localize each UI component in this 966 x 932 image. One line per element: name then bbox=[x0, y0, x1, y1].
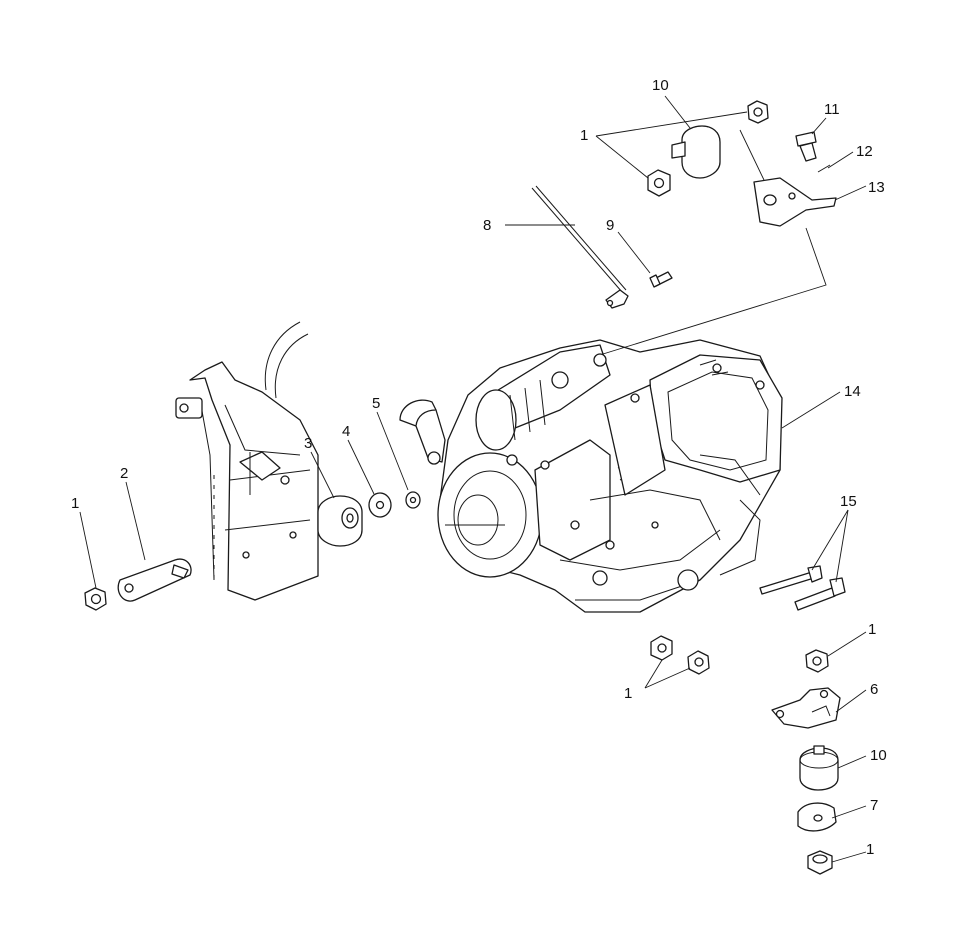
rubber-mount-10-bottom bbox=[799, 745, 839, 791]
bracket-13 bbox=[753, 177, 837, 227]
callout-14: 14 bbox=[844, 383, 861, 400]
callout-5: 5 bbox=[372, 395, 380, 412]
bracket-2 bbox=[117, 558, 192, 602]
bracket-6 bbox=[771, 687, 841, 729]
pin-12 bbox=[817, 164, 831, 173]
nut-1-lower-a bbox=[650, 635, 673, 661]
callout-13: 13 bbox=[868, 179, 885, 196]
bolt-9 bbox=[649, 271, 673, 288]
plate-7 bbox=[797, 802, 837, 832]
nut-1-bottom bbox=[807, 850, 833, 875]
callout-1-right: 1 bbox=[868, 621, 876, 638]
callout-1-left: 1 bbox=[71, 495, 79, 512]
rod-8 bbox=[531, 185, 629, 309]
callout-3: 3 bbox=[304, 435, 312, 452]
callout-15: 15 bbox=[840, 493, 857, 510]
callout-4: 4 bbox=[342, 423, 350, 440]
bolt-15-upper bbox=[759, 565, 823, 595]
nut-1-left bbox=[84, 587, 107, 611]
nut-1-top-left bbox=[647, 169, 671, 197]
callout-1-top: 1 bbox=[580, 127, 588, 144]
nut-1-lower-b bbox=[687, 650, 710, 675]
bolt-15-lower bbox=[794, 577, 846, 611]
callout-9: 9 bbox=[606, 217, 614, 234]
frame-section bbox=[175, 321, 319, 601]
washer-5 bbox=[405, 491, 421, 509]
rubber-mount-10-top bbox=[671, 125, 721, 179]
rubber-mount-3 bbox=[317, 495, 363, 547]
leader-lines bbox=[79, 95, 867, 863]
callout-2: 2 bbox=[120, 465, 128, 482]
bolt-11 bbox=[795, 131, 817, 162]
engine-assembly bbox=[399, 339, 783, 613]
nut-1-top-right bbox=[747, 100, 769, 124]
callout-12: 12 bbox=[856, 143, 873, 160]
callout-6: 6 bbox=[870, 681, 878, 698]
callout-11: 11 bbox=[824, 101, 840, 118]
nut-1-right bbox=[805, 649, 829, 673]
callout-10-bottom: 10 bbox=[870, 747, 887, 764]
callout-7: 7 bbox=[870, 797, 878, 814]
washer-4 bbox=[368, 492, 392, 518]
callout-10-top: 10 bbox=[652, 77, 669, 94]
callout-labels: 1 2 3 4 5 8 9 1 10 11 12 13 14 15 1 1 6 … bbox=[71, 77, 887, 858]
callout-1-bottom: 1 bbox=[866, 841, 874, 858]
callout-1-lower: 1 bbox=[624, 685, 632, 702]
callout-8: 8 bbox=[483, 217, 491, 234]
